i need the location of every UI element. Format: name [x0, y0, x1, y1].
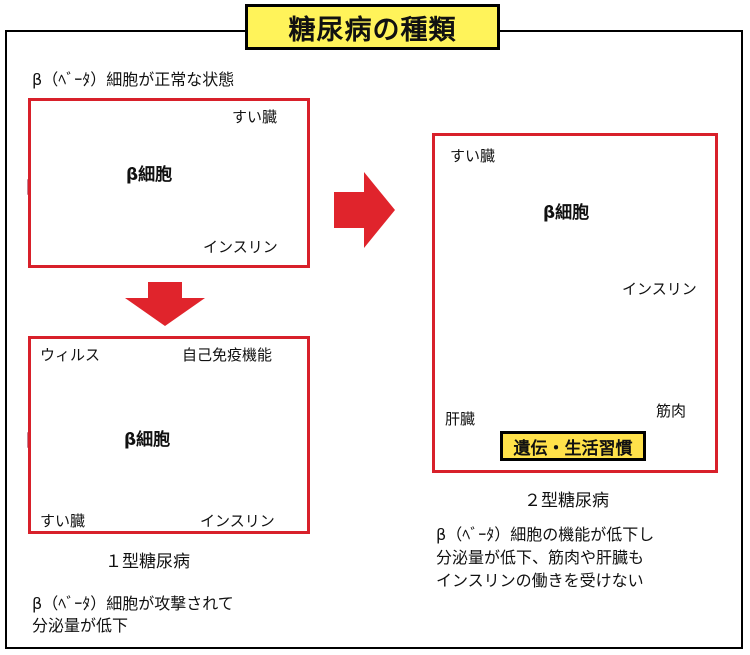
- beta-cell-label: β細胞: [543, 203, 590, 223]
- type1-desc-line2: 分泌量が低下: [32, 616, 129, 635]
- lifestyle-badge: 遺伝・生活習慣: [500, 431, 646, 461]
- autoimmune-label: 自己免疫機能: [182, 346, 273, 364]
- pancreas-label: すい臓: [450, 147, 496, 165]
- type1-desc-line1: β（ﾍﾞｰﾀ）細胞が攻撃されて: [32, 594, 234, 613]
- type2-desc-line3: インスリンの働きを受けない: [436, 571, 644, 590]
- page-title: 糖尿病の種類: [245, 4, 500, 50]
- type2-desc-line2: 分泌量が低下、筋肉や肝臓も: [436, 548, 645, 567]
- type2-desc-line1: β（ﾍﾞｰﾀ）細胞の機能が低下し: [436, 525, 655, 544]
- normal-heading: β（ﾍﾞｰﾀ）細胞が正常な状態: [32, 70, 235, 89]
- beta-cell-label: β細胞: [124, 430, 171, 450]
- red-arrow-right: [334, 172, 395, 248]
- insulin-label: インスリン: [622, 280, 697, 298]
- insulin-label: インスリン: [200, 512, 275, 530]
- pancreas-label: すい臓: [232, 108, 278, 126]
- red-arrow-down: [125, 282, 205, 326]
- liver-label: 肝臓: [445, 410, 476, 428]
- normal-panel: [28, 98, 310, 268]
- type1-panel: [28, 336, 310, 534]
- type2-panel: [432, 133, 718, 473]
- muscle-label: 筋肉: [656, 402, 687, 420]
- type1-caption: １型糖尿病: [105, 552, 190, 572]
- pancreas-label: すい臓: [40, 512, 86, 530]
- type2-caption: ２型糖尿病: [524, 491, 609, 511]
- beta-cell-label: β細胞: [126, 165, 173, 185]
- insulin-label: インスリン: [203, 238, 278, 256]
- virus-label: ウィルス: [40, 346, 101, 364]
